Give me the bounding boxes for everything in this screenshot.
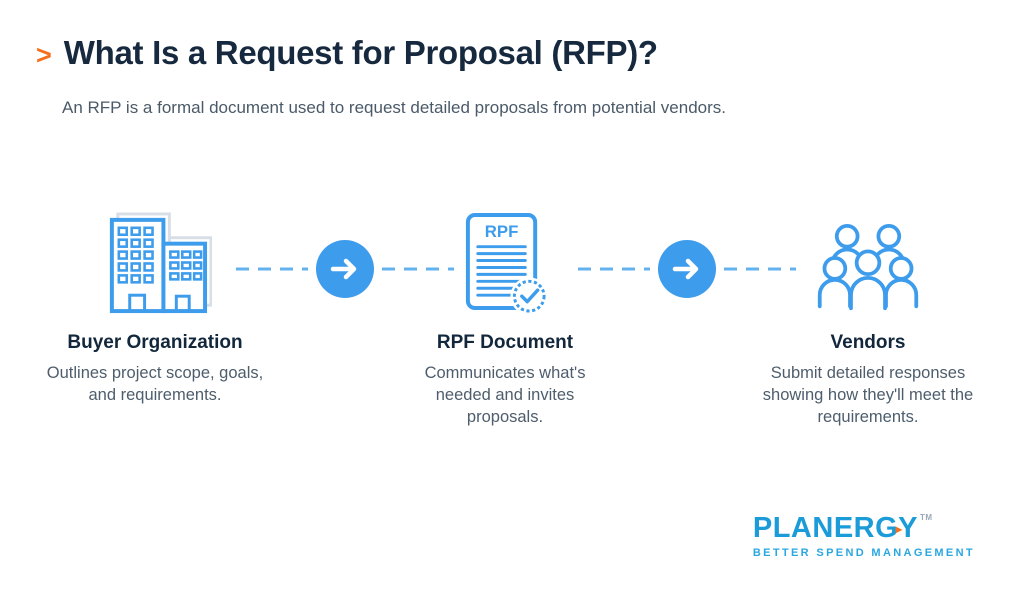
arrow-right-icon [658,240,716,298]
vendors-people-icon [741,198,995,320]
logo-tagline: BETTER SPEND MANAGEMENT [752,547,975,559]
buyer-organization-building-icon [30,198,280,320]
step-vendors: Vendors Submit detailed responses showin… [741,198,995,429]
arrow-right-icon [316,240,374,298]
header: > What Is a Request for Proposal (RFP)? [36,34,658,72]
step-label-rpf-document: RPF Document [436,332,574,353]
step-label-vendors: Vendors [830,332,906,353]
connector-1 [236,240,454,298]
title-chevron: > [36,40,52,70]
page-title: What Is a Request for Proposal (RFP)? [63,34,658,71]
step-label-buyer-organization: Buyer Organization [67,332,243,353]
dashed-line [578,267,650,271]
dashed-line [236,267,308,271]
step-description-buyer-organization: Outlines project scope, goals, and requi… [46,364,264,404]
doc-rpf-text: RPF [485,222,519,241]
step-buyer-organization: Buyer Organization Outlines project scop… [30,198,280,407]
step-description-vendors: Submit detailed responses showing how th… [762,364,974,426]
page-subtitle: An RFP is a formal document used to requ… [62,98,726,117]
connector-2 [578,240,796,298]
step-rpf-document: RPF RPF Document Communicates what's nee… [380,198,630,429]
dashed-line [724,267,796,271]
rfp-document-icon: RPF [380,198,630,320]
step-description-rpf-document: Communicates what's needed and invites p… [424,364,586,426]
logo-g-accent-icon: ▸ [895,522,903,536]
logo-trademark: TM [920,513,933,522]
check-badge-icon [512,279,546,313]
dashed-line [382,267,454,271]
